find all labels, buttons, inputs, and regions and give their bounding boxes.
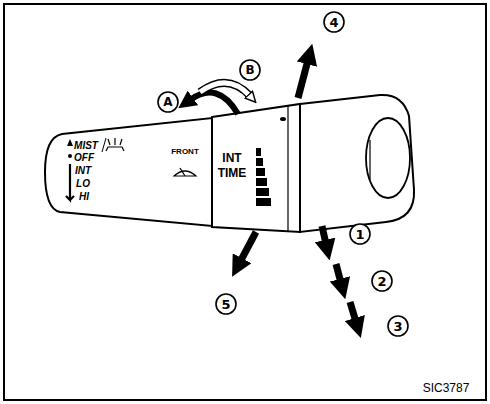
range-line — [66, 164, 74, 200]
callout-number: 3 — [393, 320, 402, 333]
washer-symbol — [106, 138, 124, 151]
callout-number: 5 — [221, 298, 230, 311]
rotate-arrow-a — [190, 93, 238, 114]
figure-code: SIC3787 — [423, 382, 470, 394]
arrow-2 — [336, 264, 341, 283]
arrow-5 — [240, 232, 256, 262]
arrow-1 — [322, 226, 326, 244]
arrow-3 — [350, 302, 356, 322]
ring-mark — [280, 117, 286, 121]
callout-number: 1 — [355, 228, 364, 241]
int-time-ring — [212, 104, 300, 232]
wiper-arm — [180, 168, 185, 176]
int-time-scale — [256, 148, 271, 206]
callout-letter: B — [245, 64, 254, 76]
switch-position: LO — [76, 179, 90, 189]
arrow-4 — [298, 60, 308, 98]
callout-number: 2 — [377, 275, 386, 288]
switch-position: HI — [79, 192, 89, 202]
off-dot — [68, 154, 72, 158]
stalk-cap — [300, 95, 414, 232]
callout-number: 4 — [329, 16, 338, 29]
callout-circles — [158, 12, 408, 336]
frame — [4, 4, 486, 400]
switch-label: INT TIME — [215, 151, 249, 181]
stalk-body — [45, 118, 212, 226]
ring-edge — [287, 106, 288, 231]
callout-letter: A — [163, 96, 172, 108]
up-arrow-mark — [67, 139, 73, 146]
slash — [102, 138, 106, 152]
rotate-arrow-b-outline — [200, 83, 250, 96]
switch-position: MIST — [74, 141, 98, 151]
switch-label: FRONT — [171, 148, 199, 156]
switch-position: INT — [75, 166, 91, 176]
end-knob — [366, 118, 410, 198]
rotate-arrow-b — [200, 83, 250, 96]
switch-position: OFF — [74, 153, 94, 163]
knob-edge — [369, 140, 370, 180]
